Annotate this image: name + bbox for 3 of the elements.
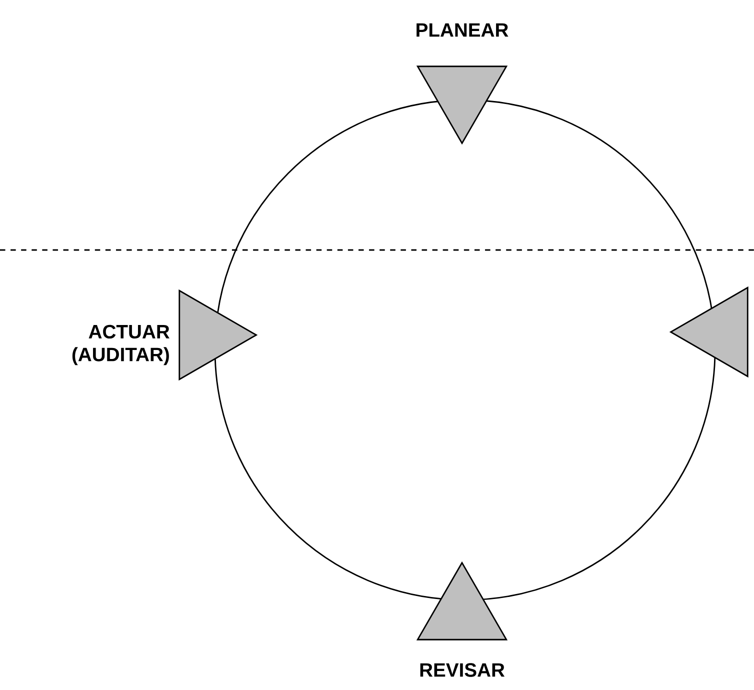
stage-label: PLANEAR [416, 23, 508, 37]
stage-label: ACTUAR (AUDITAR) [72, 324, 170, 366]
stage-label: REVISAR [420, 663, 505, 677]
